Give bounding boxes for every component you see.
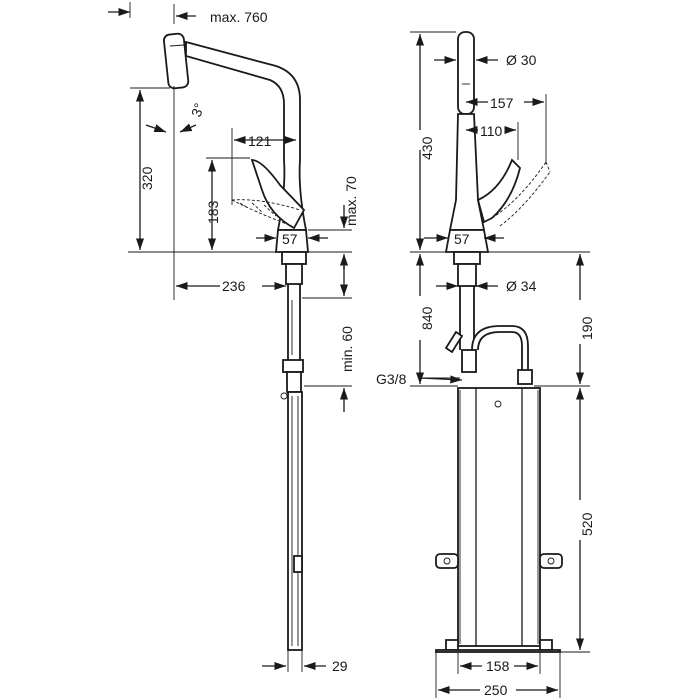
dim-lever-reach: 121 bbox=[248, 133, 272, 149]
lever-swing-area bbox=[231, 199, 301, 227]
dim-box-inner-width: 158 bbox=[486, 658, 510, 674]
front-view: 430 Ø 30 157 110 57 Ø 34 840 G3/8 bbox=[376, 31, 595, 698]
dim-side-base-diameter: 57 bbox=[282, 231, 298, 247]
dim-hose-length: 840 bbox=[419, 306, 435, 330]
dim-total-height: 430 bbox=[419, 136, 435, 160]
faucet-body bbox=[275, 229, 309, 253]
dim-lever-height: 183 bbox=[205, 200, 221, 224]
weight-box bbox=[435, 387, 563, 653]
dim-offset: 236 bbox=[222, 278, 246, 294]
hose-upper bbox=[287, 284, 301, 360]
mount-nut bbox=[281, 251, 307, 265]
front-hose-loop bbox=[471, 325, 529, 370]
dim-front-base-diameter: 57 bbox=[454, 231, 470, 247]
dim-box-height: 520 bbox=[579, 512, 595, 536]
dim-hose-width: 29 bbox=[332, 658, 348, 674]
spout-head bbox=[163, 32, 190, 90]
dim-spout-diameter: Ø 30 bbox=[506, 52, 537, 68]
front-lever-swing bbox=[491, 161, 551, 227]
dim-lever-swing-outer: 157 bbox=[490, 95, 514, 111]
dim-lever-swing-inner: 110 bbox=[480, 123, 503, 139]
front-lever bbox=[476, 158, 521, 224]
dim-spout-tilt: 3° bbox=[188, 101, 208, 119]
dim-spout-height: 320 bbox=[139, 166, 155, 190]
lever bbox=[250, 159, 306, 230]
dim-deck-thickness: min. 60 bbox=[339, 326, 355, 372]
dim-hole-diameter: Ø 34 bbox=[506, 278, 537, 294]
dim-base-to-lever: max. 70 bbox=[343, 176, 359, 226]
hose-guide bbox=[287, 391, 303, 651]
dim-box-outer-width: 250 bbox=[484, 682, 508, 698]
label-connection: G3/8 bbox=[376, 371, 407, 387]
dim-max-reach: max. 760 bbox=[210, 9, 268, 25]
side-view: max. 760 320 3° 121 183 max. 70 57 236 bbox=[108, 2, 359, 674]
dim-hose-loop: 190 bbox=[579, 316, 595, 340]
